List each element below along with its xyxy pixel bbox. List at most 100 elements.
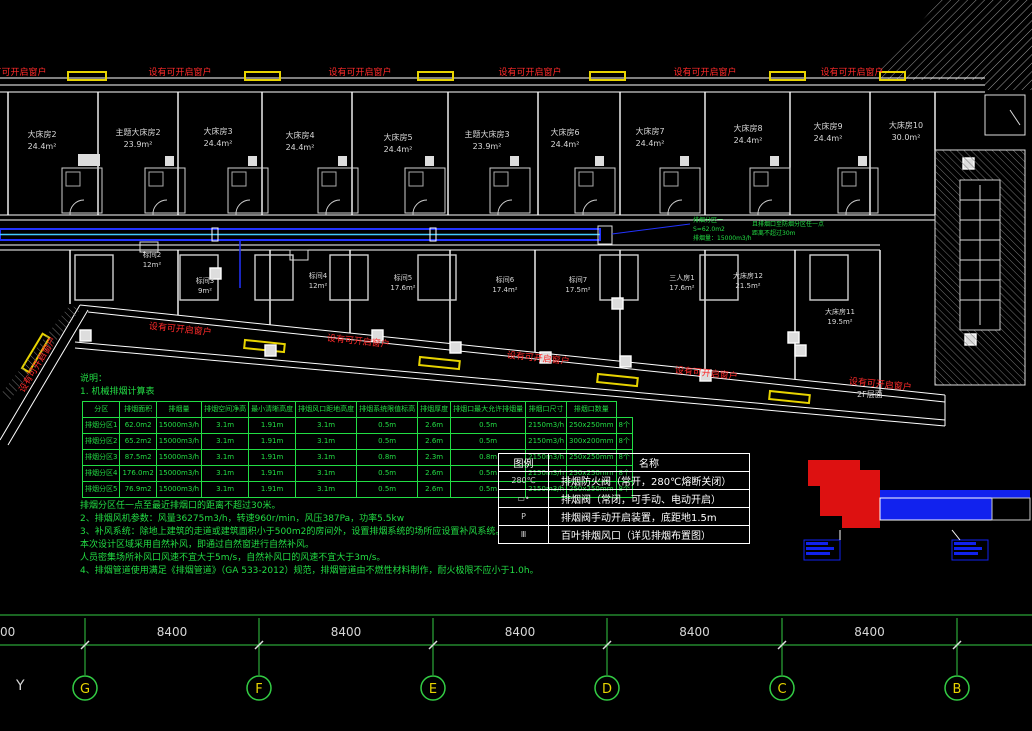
table-cell: 15000m3/h — [155, 481, 203, 498]
table-cell: 3.1m — [295, 417, 358, 434]
toilet — [148, 171, 164, 187]
table-header-row: 分区排烟面积排烟量排烟空间净高最小清晰高度排烟风口距地高度排烟系统限值标高排烟厚… — [81, 401, 633, 418]
duct-note-4: 且排烟口至防烟分区任一点 — [752, 220, 824, 228]
room-name: 大床房10 — [889, 120, 923, 130]
table-cell: 1.91m — [248, 465, 297, 482]
table-cell: 排烟分区3 — [81, 449, 121, 466]
note-line: 2、排烟风机参数：风量36275m3/h，转速960r/min，风压387Pa，… — [80, 514, 405, 524]
table-cell: 3.1m — [201, 465, 250, 482]
table-cell: 排烟分区5 — [81, 481, 121, 498]
toilet — [663, 171, 679, 187]
axis-bubble — [72, 675, 98, 701]
room-area: 24.4m² — [814, 134, 843, 143]
window-label: 设有可开启窗户 — [673, 66, 736, 78]
duct-note-3: 排烟量：15000m3/h — [693, 234, 752, 242]
bathroom — [837, 167, 879, 214]
top-windows — [67, 71, 906, 81]
door-swing — [845, 199, 861, 216]
room-name: 标间5 — [394, 273, 412, 282]
room-name: 标间7 — [569, 275, 587, 284]
column-header: 排烟口尺寸 — [525, 401, 568, 418]
stair-core — [934, 94, 1026, 386]
note-line: 4、排烟管道使用满足《排烟管道》（GA 533-2012）规范，排烟管道由不燃性… — [80, 566, 539, 576]
table-cell: 65.2m2 — [119, 433, 157, 450]
axis-bubble — [420, 675, 446, 701]
axis-bubble — [594, 675, 620, 701]
bathroom — [227, 167, 269, 214]
top-wing-walls — [0, 77, 985, 251]
room-area: 24.4m² — [286, 143, 315, 152]
smoke-vent — [209, 267, 222, 280]
room-name: 标间3 — [196, 276, 214, 285]
room-area: 24.4m² — [734, 136, 763, 145]
door-swing — [412, 199, 428, 216]
bathroom — [144, 167, 186, 214]
room-area: 12m² — [143, 261, 162, 269]
dimension-label: 8400 — [157, 625, 188, 639]
room-name: 大床房3 — [203, 126, 232, 136]
smoke-vent — [425, 156, 434, 166]
smoke-calc-table: 分区排烟面积排烟量排烟空间净高最小清晰高度排烟风口距地高度排烟系统限值标高排烟厚… — [81, 401, 634, 498]
smoke-vent — [371, 329, 384, 342]
table-cell: 15000m3/h — [155, 465, 203, 482]
legend-table: 图例 名称 280℃ 排烟防火阀（常开，280℃熔断关闭） ▭• 排烟阀（常闭，… — [498, 453, 750, 544]
legend-label: 排烟防火阀（常开，280℃熔断关闭） — [561, 477, 732, 488]
table-cell: 87.5m2 — [119, 449, 157, 466]
room-area: 24.4m² — [28, 142, 57, 151]
window-label: 设有可开启窗户 — [498, 66, 561, 78]
axis-bubble — [246, 675, 272, 701]
dimension-label: 8400 — [505, 625, 536, 639]
room-area: 17.6m² — [390, 284, 415, 292]
table-cell: 3.1m — [295, 481, 358, 498]
legend-header-name: 名称 — [639, 459, 659, 470]
bathroom — [254, 254, 294, 301]
note-line: 本次设计区域采用自然补风，即通过自然窗进行自然补风。 — [80, 540, 315, 550]
table-cell: 2.6m — [417, 433, 452, 450]
table-cell: 0.5m — [450, 433, 527, 450]
smoke-vent — [264, 344, 277, 357]
axis-bubble — [769, 675, 795, 701]
lower-wing-walls — [0, 250, 946, 446]
room-name: 大床房7 — [635, 126, 664, 136]
toilet — [493, 171, 509, 187]
bathroom — [809, 254, 849, 301]
room-labels: 大床房224.4m²主题大床房223.9m²大床房324.4m²大床房424.4… — [27, 120, 923, 154]
smoke-vent — [539, 351, 552, 364]
table-cell: 176.0m2 — [119, 465, 157, 482]
table-cell: 0.5m — [356, 433, 419, 450]
window — [244, 71, 281, 81]
window-labels: 设有可开启窗户设有可开启窗户设有可开启窗户设有可开启窗户设有可开启窗户设有可开启… — [0, 66, 884, 78]
window — [879, 71, 906, 81]
smoke-vent — [338, 156, 347, 166]
room-area: 23.9m² — [124, 140, 153, 149]
legend-row: P 排烟阀手动开启装置，底距地1.5m — [499, 507, 749, 525]
top-partitions — [7, 92, 936, 215]
room-name: 大床房11 — [825, 307, 855, 316]
window-label: 设有可开启窗户 — [0, 66, 47, 78]
column-header: 排烟系统限值标高 — [356, 401, 419, 418]
column-header: 排烟口最大允许排烟量 — [450, 401, 527, 418]
top-bathrooms — [61, 154, 879, 216]
table-cell: 排烟分区2 — [81, 433, 121, 450]
table-cell: 2.6m — [417, 417, 452, 434]
legend-label: 排烟阀手动开启装置，底距地1.5m — [561, 513, 717, 524]
room-name: 大床房6 — [550, 127, 579, 137]
bathroom — [574, 167, 616, 214]
bathroom — [74, 254, 114, 301]
legend-row: Ⅲ 百叶排烟风口（详见排烟布置图） — [499, 525, 749, 543]
window — [67, 71, 107, 81]
table-cell: 2.6m — [417, 465, 452, 482]
table-cell: 0.5m — [356, 417, 419, 434]
legend-label: 百叶排烟风口（详见排烟布置图） — [561, 531, 711, 542]
bathroom — [417, 254, 457, 301]
duct-note-2: S=62.0m2 — [693, 226, 725, 233]
door-swing — [757, 199, 773, 216]
column-header: 最小清晰高度 — [248, 401, 297, 418]
bathroom — [329, 254, 369, 301]
dim-tick — [602, 640, 612, 650]
window-label: 设有可开启窗户 — [328, 66, 391, 78]
smoke-vent — [449, 341, 462, 354]
duct-note-1: 排烟分区一 — [693, 216, 723, 224]
door-swing — [497, 199, 513, 216]
